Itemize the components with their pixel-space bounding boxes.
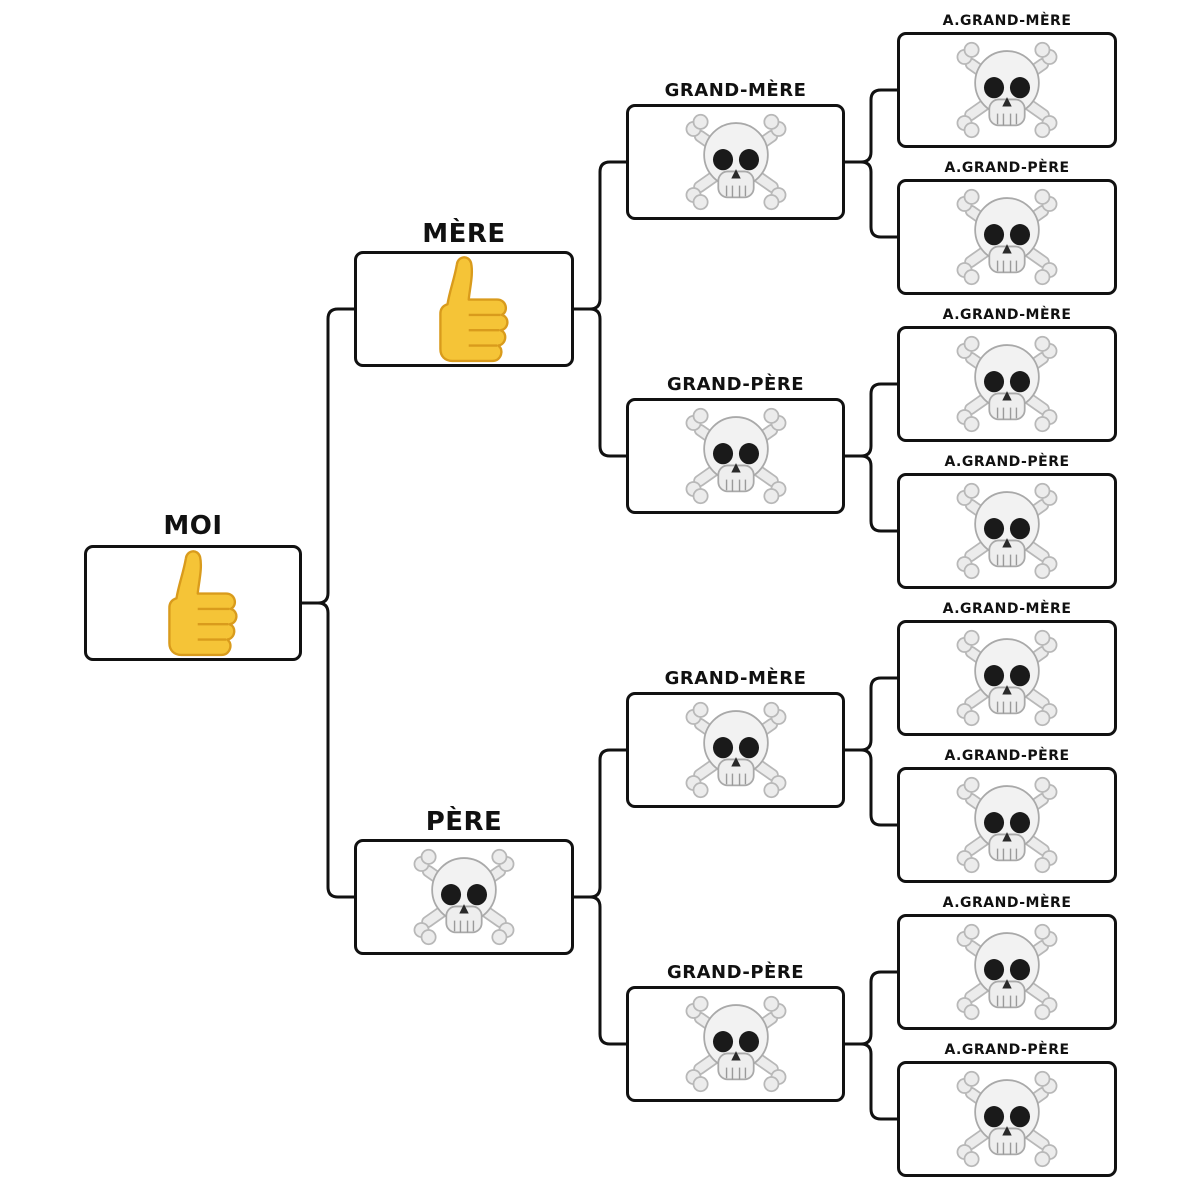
connector-gp-paternel-agm-4 — [845, 970, 897, 1046]
skull-crossbones-icon — [948, 1060, 1066, 1178]
connector-pere-gm-paternelle — [574, 748, 626, 899]
connector-gp-paternel-agp-4 — [845, 1042, 897, 1121]
thumbs-up-icon — [134, 544, 252, 662]
connector-mere-gm-maternelle — [574, 160, 626, 311]
connector-gm-maternelle-agm-1 — [845, 88, 897, 164]
node-label-agm-1: A.GRAND-MÈRE — [942, 13, 1072, 29]
skull-crossbones-icon — [677, 103, 795, 221]
connector-mere-gp-maternel — [574, 307, 626, 458]
skull-crossbones-icon — [677, 691, 795, 809]
connector-pere-gp-paternel — [574, 895, 626, 1046]
node-label-gp-maternel: GRAND-PÈRE — [666, 374, 805, 395]
thumbs-up-icon — [405, 250, 523, 368]
node-label-agp-4: A.GRAND-PÈRE — [944, 1042, 1070, 1058]
node-label-agp-2: A.GRAND-PÈRE — [944, 454, 1070, 470]
node-label-gm-maternelle: GRAND-MÈRE — [664, 80, 807, 101]
skull-crossbones-icon — [948, 619, 1066, 737]
node-label-agp-1: A.GRAND-PÈRE — [944, 160, 1070, 176]
skull-crossbones-icon — [948, 31, 1066, 149]
node-label-agm-2: A.GRAND-MÈRE — [942, 307, 1072, 323]
connector-gp-maternel-agm-2 — [845, 382, 897, 458]
connector-moi-mere — [302, 307, 354, 605]
skull-crossbones-icon — [948, 325, 1066, 443]
skull-crossbones-icon — [677, 397, 795, 515]
skull-crossbones-icon — [677, 985, 795, 1103]
connector-moi-pere — [302, 601, 354, 899]
skull-crossbones-icon — [405, 838, 523, 956]
node-label-mere: MÈRE — [422, 219, 506, 249]
connector-gm-paternelle-agm-3 — [845, 676, 897, 752]
connector-gm-maternelle-agp-1 — [845, 160, 897, 239]
node-label-agm-3: A.GRAND-MÈRE — [942, 601, 1072, 617]
node-label-agm-4: A.GRAND-MÈRE — [942, 895, 1072, 911]
skull-crossbones-icon — [948, 178, 1066, 296]
skull-crossbones-icon — [948, 913, 1066, 1031]
node-label-agp-3: A.GRAND-PÈRE — [944, 748, 1070, 764]
skull-crossbones-icon — [948, 472, 1066, 590]
connector-gp-maternel-agp-2 — [845, 454, 897, 533]
node-label-gp-paternel: GRAND-PÈRE — [666, 962, 805, 983]
node-label-pere: PÈRE — [425, 807, 503, 837]
node-label-moi: MOI — [163, 511, 223, 541]
connector-gm-paternelle-agp-3 — [845, 748, 897, 827]
skull-crossbones-icon — [948, 766, 1066, 884]
node-label-gm-paternelle: GRAND-MÈRE — [664, 668, 807, 689]
